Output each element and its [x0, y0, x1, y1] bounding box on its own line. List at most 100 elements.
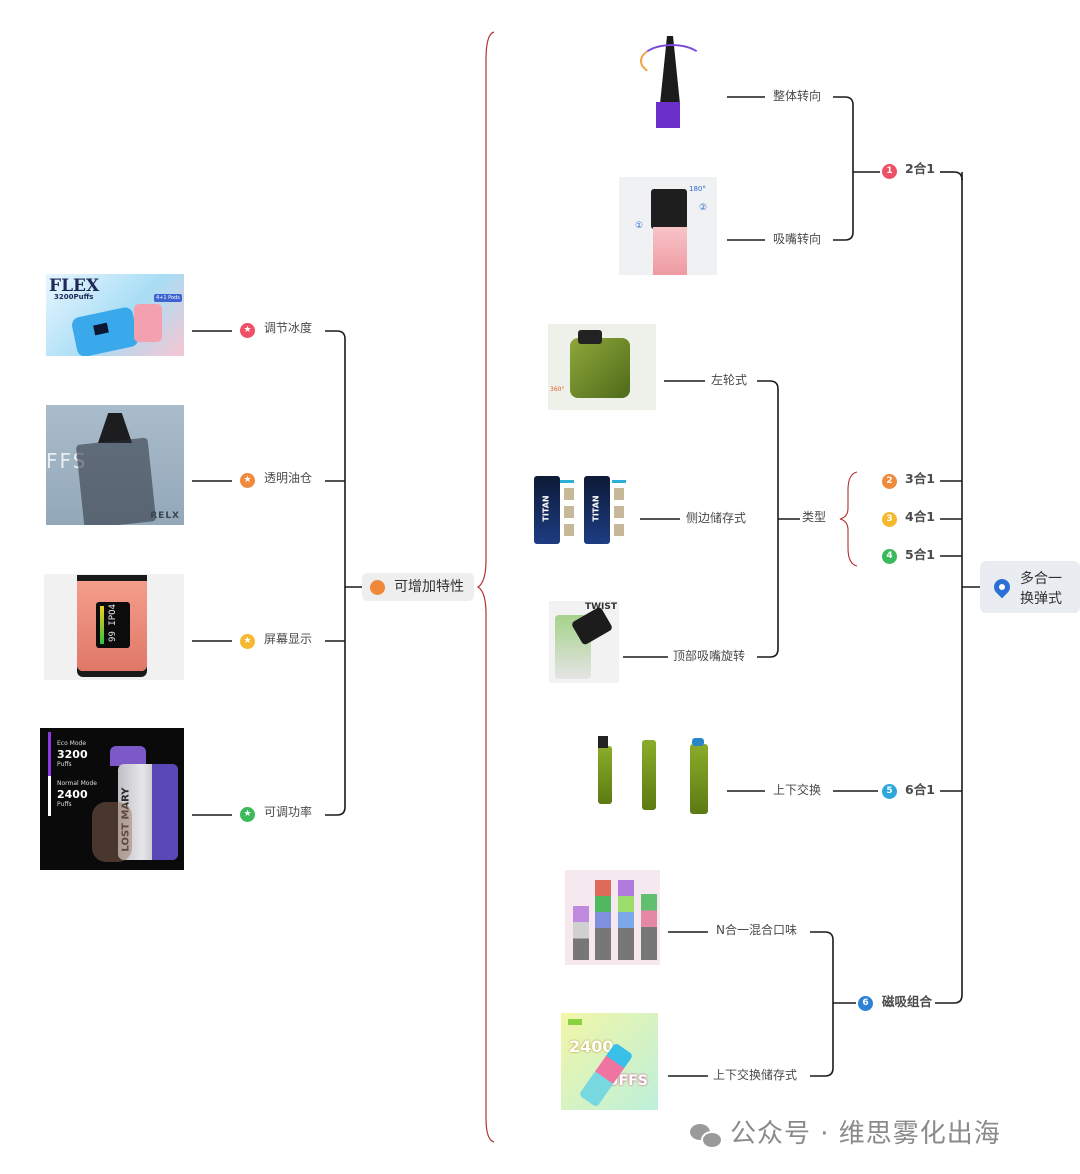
revolver-degree: 360° — [550, 386, 565, 393]
eco-puffs-label: Puffs — [57, 761, 72, 768]
mouthpiece-body — [653, 227, 687, 275]
group-node-4in1[interactable]: 4合1 — [905, 509, 935, 524]
arrow-left-icon — [612, 480, 626, 483]
up-down-storage-image: 2400 PUFFS — [561, 1013, 658, 1110]
side-storage-image: TITAN TITAN — [530, 466, 638, 546]
screen-device-cap — [77, 575, 147, 581]
group-badge-5: 5 — [882, 784, 897, 799]
group-badge-3: 3 — [882, 512, 897, 527]
feature-node-adjustable-power[interactable]: 可调功率 — [264, 805, 313, 819]
mixed-device-2 — [595, 880, 611, 960]
star-icon: ★ — [240, 323, 255, 338]
group-node-magnetic[interactable]: 磁吸组合 — [882, 994, 933, 1009]
lost-mary-side — [152, 764, 178, 860]
star-icon: ★ — [240, 634, 255, 649]
relx-mouthpiece — [98, 413, 132, 443]
lost-mary-cap — [110, 746, 146, 766]
center-topic-node[interactable]: 可增加特性 — [362, 573, 474, 601]
angle-label: 180° — [689, 185, 706, 193]
wechat-icon — [690, 1122, 723, 1149]
lost-mary-image: Eco Mode 3200 Puffs Normal Mode 2400 Puf… — [40, 728, 184, 870]
titan-device-left — [534, 476, 560, 544]
relx-tank-image: FFS RELX — [46, 405, 184, 525]
screen-battery-bar — [100, 606, 104, 644]
group-node-2in1[interactable]: 2合1 — [905, 161, 935, 176]
step-one-label: ① — [635, 221, 644, 231]
arrow-right-icon — [560, 480, 574, 483]
swap-device-2 — [642, 740, 656, 810]
node-n-in-1-mixed[interactable]: N合一混合口味 — [716, 923, 797, 937]
node-revolver[interactable]: 左轮式 — [711, 373, 748, 387]
titan-label-left: TITAN — [541, 495, 551, 522]
root-topic-line1: 多合一 — [1020, 571, 1062, 587]
center-topic-label: 可增加特性 — [394, 579, 464, 595]
flex-title: FLEX — [49, 276, 100, 296]
star-icon: ★ — [240, 807, 255, 822]
feature-node-transparent-tank[interactable]: 透明油仓 — [264, 471, 313, 485]
root-topic-node[interactable]: 多合一 换弹式 — [980, 561, 1080, 613]
relx-logo: RELX — [150, 511, 180, 521]
twist-image: TWIST — [549, 601, 619, 683]
storage-tag — [568, 1019, 582, 1025]
rotate-arrow-icon — [640, 44, 704, 78]
mixed-device-3 — [618, 880, 634, 960]
pod-stack-left — [564, 488, 574, 538]
watermark-text: 公众号 · 维思雾化出海 — [730, 1119, 1001, 1149]
swap-top-3 — [692, 738, 704, 746]
group-badge-2: 2 — [882, 474, 897, 489]
feature-node-screen-display[interactable]: 屏幕显示 — [264, 632, 313, 646]
mixed-device-1 — [573, 906, 589, 960]
pod-stack-right — [614, 488, 624, 538]
titan-label-right: TITAN — [591, 495, 601, 522]
rotate-device-base — [656, 102, 680, 128]
mouthpiece-cap — [651, 189, 687, 229]
titan-device-right — [584, 476, 610, 544]
mouthpiece-rotate-image: 180° ① ② — [619, 177, 717, 275]
mixed-device-4 — [641, 894, 657, 960]
normal-mode-value: 2400 — [57, 788, 88, 801]
group-badge-6: 6 — [858, 996, 873, 1011]
flex-device-pink — [134, 304, 162, 342]
swap-device-1 — [598, 746, 612, 804]
storage-puffs-number: 2400 — [569, 1037, 614, 1056]
flex-product-image: FLEX 3200Puffs 4+1 Pods — [46, 274, 184, 356]
eco-mode-value: 3200 — [57, 748, 88, 761]
node-up-down-swap[interactable]: 上下交换 — [773, 783, 822, 797]
node-up-down-storage[interactable]: 上下交换储存式 — [713, 1068, 798, 1082]
whole-rotate-image — [636, 30, 706, 130]
swap-device-3 — [690, 744, 708, 814]
node-side-storage[interactable]: 侧边储存式 — [686, 511, 747, 525]
screen-readout: 99 IPO4 — [108, 604, 118, 642]
group-badge-1: 1 — [882, 164, 897, 179]
flex-pods-tag: 4+1 Pods — [154, 294, 182, 302]
feature-node-ice-adjust[interactable]: 调节冰度 — [264, 321, 313, 335]
step-two-label: ② — [699, 203, 708, 213]
node-type[interactable]: 类型 — [802, 510, 827, 524]
node-top-mouthpiece-rotate[interactable]: 顶部吸嘴旋转 — [673, 649, 746, 663]
group-node-3in1[interactable]: 3合1 — [905, 471, 935, 486]
group-node-6in1[interactable]: 6合1 — [905, 782, 935, 797]
revolver-mouthpiece — [578, 330, 602, 344]
screen-display-image: 99 IPO4 — [44, 574, 184, 680]
revolver-device — [570, 338, 630, 398]
node-whole-rotate[interactable]: 整体转向 — [773, 89, 822, 103]
n-in-1-mixed-image — [565, 870, 660, 965]
twist-label: TWIST — [584, 602, 617, 612]
normal-puffs-label: Puffs — [57, 801, 72, 808]
group-node-5in1[interactable]: 5合1 — [905, 547, 935, 562]
node-mouthpiece-rotate[interactable]: 吸嘴转向 — [773, 232, 822, 246]
hand-shape — [92, 802, 132, 862]
root-topic-line2: 换弹式 — [1020, 591, 1062, 607]
eco-mode-label: Eco Mode — [57, 740, 87, 747]
location-pin-icon — [990, 575, 1014, 599]
star-icon: ★ — [240, 473, 255, 488]
group-badge-4: 4 — [882, 549, 897, 564]
swap-cap-1 — [598, 736, 608, 748]
wechat-watermark: 公众号 · 维思雾化出海 — [690, 1113, 1001, 1150]
lightbulb-icon — [370, 580, 385, 595]
eco-bar — [48, 732, 51, 776]
revolver-image: 360° — [548, 324, 656, 410]
relx-clear-tank — [75, 437, 157, 525]
flex-subtitle: 3200Puffs — [54, 293, 94, 301]
